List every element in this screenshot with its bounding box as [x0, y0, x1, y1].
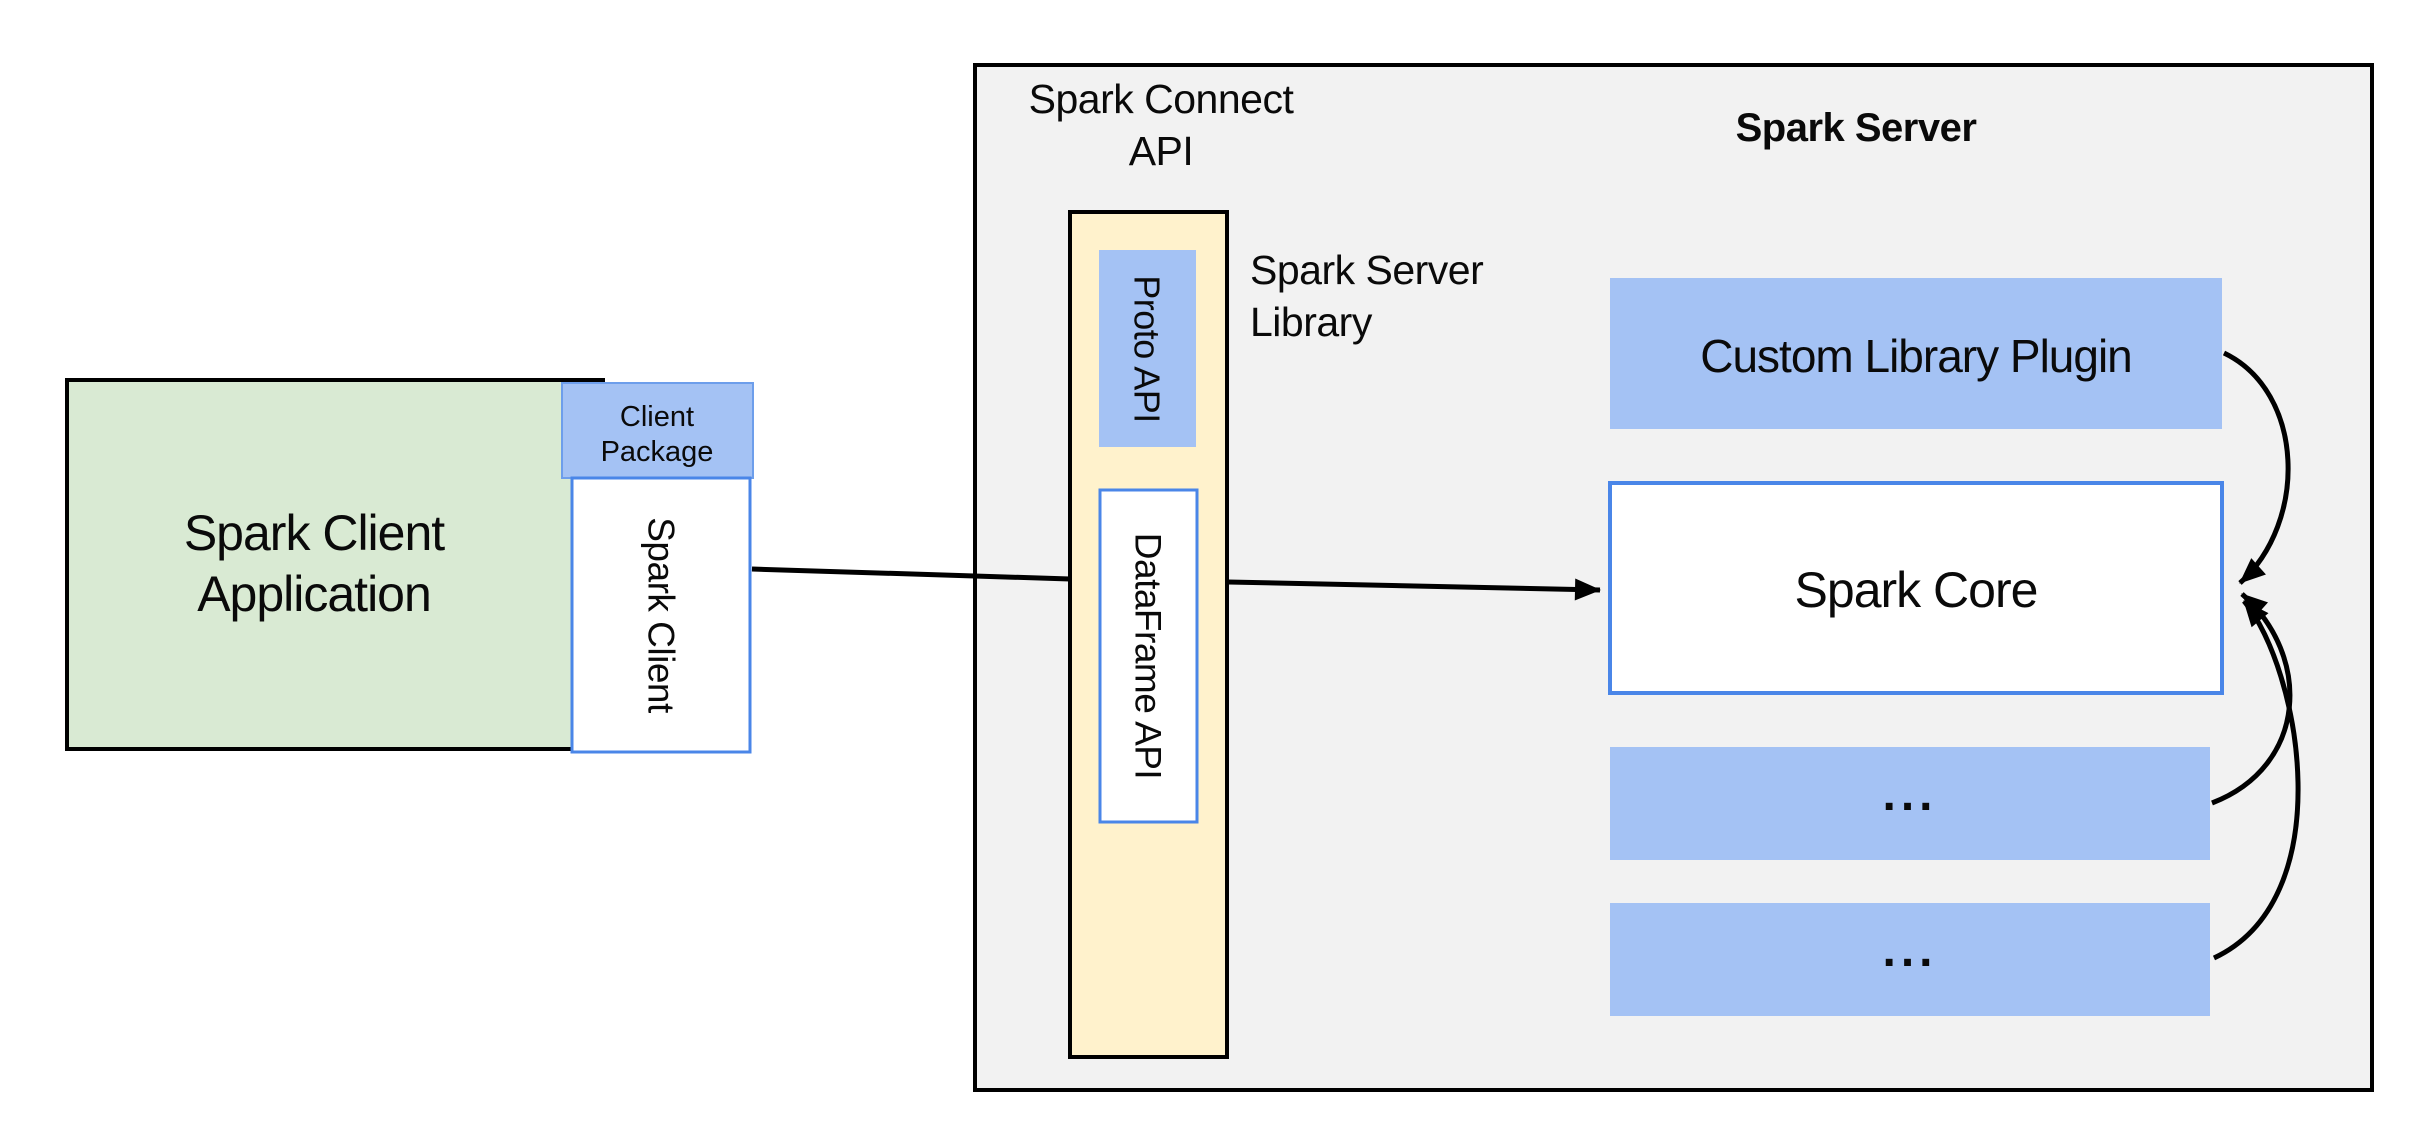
dataframe-api-box: [1098, 488, 1199, 824]
spark-server-library-label-line1: Spark Server: [1250, 247, 1483, 293]
spark-connect-api-label-line1: Spark Connect: [1029, 76, 1295, 122]
spark-client-application-label-line1: Spark Client: [184, 505, 445, 561]
spark-client-label: Spark Client: [641, 517, 682, 714]
proto-api-box: [1099, 250, 1196, 447]
spark-client-application-label-line2: Application: [197, 566, 431, 622]
client-package-label-line2: Package: [601, 436, 714, 468]
client-package-label-line1: Client: [620, 401, 694, 433]
spark-server-library-label-line2: Library: [1250, 299, 1373, 345]
custom-library-plugin-box: [1610, 278, 2222, 429]
spark-client-box: [570, 476, 752, 754]
connector-placeholder2-to-spark-core: [2212, 599, 2301, 961]
spark-client-application-box: [65, 378, 605, 751]
spark-connect-api-label-line2: API: [1129, 128, 1194, 174]
client-package-box: [561, 382, 754, 479]
dataframe-api-label: DataFrame API: [1128, 533, 1169, 779]
plugin-placeholder-label-2: ...: [1882, 924, 1937, 977]
connector-connect-api-to-spark-core: [1227, 578, 1601, 601]
connector-client-to-connect-api: [751, 566, 1071, 582]
plugin-placeholder-box-2: [1610, 903, 2210, 1016]
spark-core-label: Spark Core: [1795, 562, 2038, 618]
spark-server-title: Spark Server: [1736, 106, 1977, 150]
proto-api-label: Proto API: [1127, 275, 1168, 423]
spark-core-box: [1608, 481, 2224, 695]
plugin-placeholder-box-1: [1610, 747, 2210, 860]
plugin-placeholder-label-1: ...: [1882, 768, 1937, 821]
connector-plugin-to-spark-core: [2222, 350, 2291, 585]
custom-library-plugin-label: Custom Library Plugin: [1700, 330, 2132, 382]
